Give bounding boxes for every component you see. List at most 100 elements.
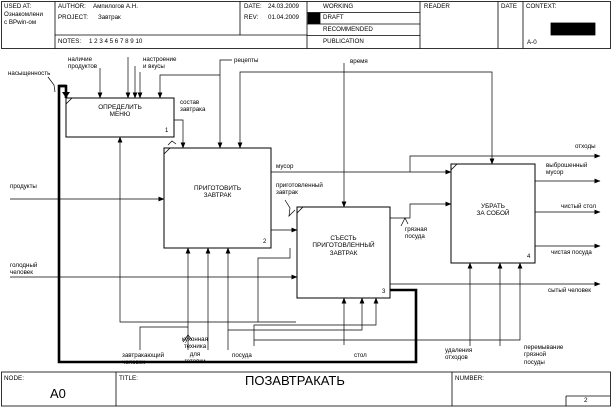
context-label: CONTEXT: (526, 3, 557, 10)
label-nalichie-line2: продуктов (68, 63, 98, 71)
label-sostav-line2: завтрака (180, 106, 206, 114)
label-zavtrakayushchy: завтракающий человек (122, 352, 164, 367)
label-chisty-stol: чистый стол (561, 203, 597, 210)
rev-value: 01.04.2009 (268, 14, 299, 21)
project-value: Завтрак (98, 14, 121, 21)
box-2-label[interactable]: ПРИГОТОВИТЬ ЗАВТРАК (164, 185, 271, 200)
box-4 (450, 163, 536, 264)
header-frame (1, 1, 611, 49)
label-produkty: продукты (10, 183, 37, 190)
title-label: TITLE: (119, 375, 138, 382)
label-recepty: рецепты (234, 57, 259, 64)
label-golodny-chelovek: голодный человек (10, 262, 37, 277)
label-peremyvanie-line2: грязной (524, 351, 547, 359)
status-draft: DRAFT (323, 14, 344, 21)
box-3 (296, 206, 391, 299)
status-working: WORKING (323, 3, 354, 10)
box-4-line1: УБРАТЬ (481, 203, 505, 210)
box-3-line1: СЪЕСТЬ (330, 235, 357, 242)
label-stol: стол (354, 352, 367, 359)
label-vybroshenny-musor: выброшенный мусор (546, 162, 587, 177)
footer-frame (1, 371, 611, 407)
label-posuda: посуда (232, 352, 252, 359)
label-gryaznaya-posuda: грязная посуда (405, 226, 427, 241)
box-4-line2: ЗА СОБОЙ (476, 210, 510, 218)
date-label: DATE: (244, 3, 262, 10)
reader-label: READER (424, 3, 450, 10)
box-3-line2: ПРИГОТОВЛЕННЫЙ (312, 242, 375, 250)
box-3-line3: ЗАВТРАК (329, 249, 358, 257)
label-golodny-line1: голодный (10, 262, 38, 269)
label-kuhonnaya-line1: кухонная (182, 336, 208, 343)
title-value: ПОЗАВТРАКАТЬ (245, 373, 345, 388)
label-vybroshenny-line2: мусор (546, 169, 564, 177)
label-syty-chelovek: сытый человек (548, 287, 591, 294)
label-prigotovlenny-zavtrak: приготовленный завтрак (276, 182, 323, 197)
label-nastroenie-line2: и вкусы (143, 63, 165, 71)
label-peremyvanie-line3: посуды (524, 358, 545, 366)
label-gryaznaya-line1: грязная (405, 226, 428, 233)
label-othody: отходы (575, 143, 596, 150)
used-at-value-line2: с BPwin-ом (4, 19, 37, 26)
arrows (10, 57, 601, 350)
box-1-number: 1 (165, 128, 169, 134)
label-nalichie-line1: наличие (68, 56, 93, 63)
reader-date-label: DATE (501, 3, 518, 10)
label-vremya: время (350, 58, 368, 65)
box-1-line2: МЕНЮ (109, 111, 131, 119)
label-nasyshchennost: насыщенность (8, 70, 51, 77)
label-kuhonnaya-line3: для (189, 350, 201, 358)
label-prigotovlenny-line1: приготовленный (276, 182, 323, 189)
label-vybroshenny-line1: выброшенный (546, 162, 588, 169)
label-gryaznaya-line2: посуда (405, 233, 425, 241)
label-nalichie-produktov: наличие продуктов (68, 56, 97, 71)
node-label: NODE: (4, 375, 24, 382)
box-1 (65, 97, 175, 138)
project-label: PROJECT: (58, 14, 88, 21)
label-udaleniya-othodov: удаления отходов (445, 347, 472, 362)
label-nastroenie: настроение и вкусы (143, 56, 176, 71)
author-value: Ампилогов А.Н. (93, 3, 138, 10)
box-4-number: 4 (527, 254, 531, 260)
context-node: A-0 (527, 39, 537, 46)
label-kuhonnaya-line4: готовки (184, 358, 206, 366)
label-zavtrakayushchy-line1: завтракающий (122, 352, 165, 359)
label-sostav-line1: состав (180, 99, 200, 106)
number-label: NUMBER: (455, 375, 485, 382)
notes-label: NOTES: (58, 38, 82, 45)
activity-boxes (65, 97, 536, 299)
rev-label: REV: (244, 14, 259, 21)
status-recommended: RECOMMENDED (323, 26, 373, 33)
author-label: AUTHOR: (58, 3, 86, 10)
label-sostav-zavtraka: состав завтрака (180, 99, 205, 114)
label-peremyvanie: перемывание грязной посуды (524, 344, 563, 366)
notes-values: 1 2 3 4 5 6 7 8 9 10 (89, 38, 143, 45)
box-2-number: 2 (263, 239, 267, 245)
used-at-label: USED AT: (4, 3, 32, 10)
box-3-label[interactable]: СЪЕСТЬ ПРИГОТОВЛЕННЫЙ ЗАВТРАК (297, 235, 390, 257)
feedback-loop (57, 84, 418, 364)
box-2-line2: ЗАВТРАК (203, 192, 232, 200)
label-kuhonnaya-tehnika: кухонная техника для готовки (182, 336, 208, 366)
box-1-line1: ОПРЕДЕЛИТЬ (98, 104, 142, 111)
label-golodny-line2: человек (10, 269, 33, 277)
page-number: 2 (584, 397, 588, 404)
box-4-label[interactable]: УБРАТЬ ЗА СОБОЙ (451, 203, 535, 218)
box-3-number: 3 (382, 289, 386, 295)
label-udaleniya-line1: удаления (445, 347, 473, 354)
label-chistaya-posuda: чистая посуда (551, 249, 592, 256)
box-1-label[interactable]: ОПРЕДЕЛИТЬ МЕНЮ (66, 104, 174, 119)
label-udaleniya-line2: отходов (445, 354, 468, 362)
used-at-value: Ознакомлени (4, 11, 43, 18)
box-2-line1: ПРИГОТОВИТЬ (193, 185, 242, 192)
label-prigotovlenny-line2: завтрак (276, 189, 298, 197)
label-zavtrakayushchy-line2: человек (122, 359, 145, 367)
label-musor: мусор (276, 163, 294, 170)
label-peremyvanie-line1: перемывание (524, 344, 564, 351)
label-nastroenie-line1: настроение (143, 56, 177, 63)
node-value: A0 (50, 386, 66, 401)
date-value: 24.03.2009 (268, 3, 299, 10)
label-kuhonnaya-line2: техника (183, 343, 207, 351)
status-publication: PUBLICATION (323, 38, 364, 45)
